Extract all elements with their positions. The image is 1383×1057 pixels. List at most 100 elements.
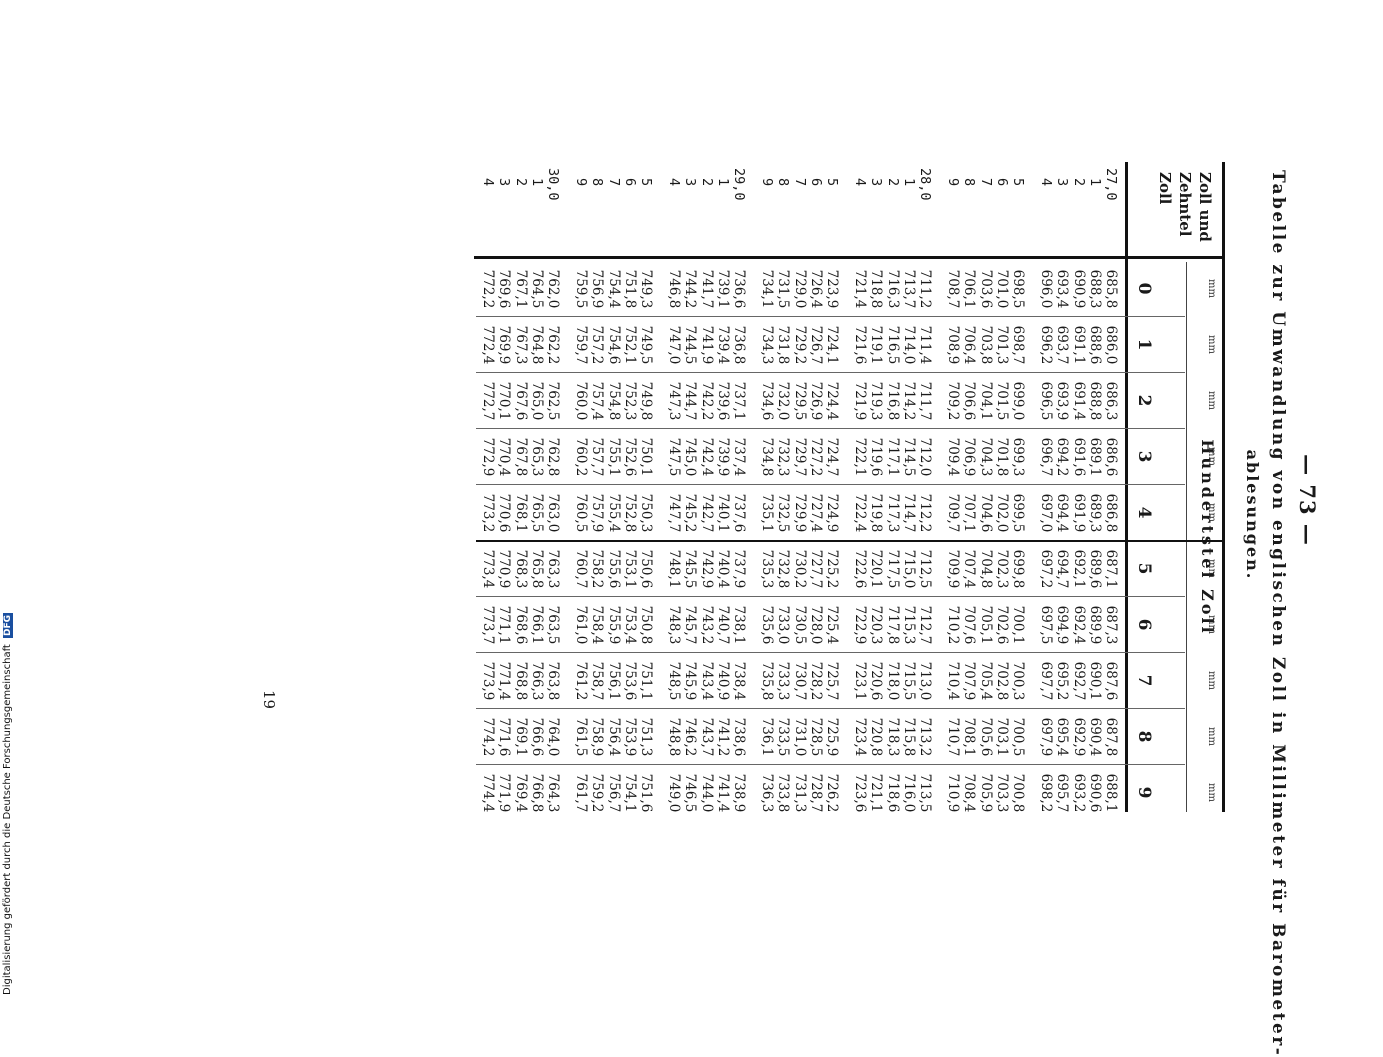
- row-label: 1: [714, 178, 731, 187]
- row-label: 6: [993, 178, 1010, 187]
- table-cell: 688,1: [1103, 773, 1119, 813]
- table-cell: 772,2: [480, 269, 497, 309]
- table-cell: 727,2: [807, 437, 824, 477]
- table-cell: 746,5: [682, 773, 699, 813]
- table-cell: 732,0: [775, 381, 792, 421]
- table-cell: 697,7: [1038, 661, 1055, 701]
- table-cell: 712,2: [917, 493, 933, 533]
- table-cell: 693,7: [1054, 325, 1071, 365]
- table-cell: 758,9: [589, 717, 606, 757]
- table-cell: 717,3: [884, 493, 901, 533]
- table-cell: 722,9: [852, 605, 869, 645]
- row-label: 4: [852, 178, 869, 187]
- table-cell: 732,5: [775, 493, 792, 533]
- table-cell: 747,7: [666, 493, 683, 533]
- table-cell: 757,4: [589, 381, 606, 421]
- table-cell: 757,2: [589, 325, 606, 365]
- table-cell: 760,5: [573, 493, 590, 533]
- row-label: 7: [977, 178, 994, 187]
- table-cell: 749,5: [638, 325, 654, 365]
- table-cell: 769,9: [496, 325, 513, 365]
- table-cell: 761,7: [573, 773, 590, 813]
- column-unit: mm: [1206, 391, 1217, 410]
- table-cell: 740,7: [714, 605, 731, 645]
- table-cell: 726,9: [807, 381, 824, 421]
- row-label: 2: [1070, 178, 1087, 187]
- folio-number: 19: [260, 690, 278, 710]
- table-cell: 735,1: [759, 493, 776, 533]
- rotated-page: — 73 — Tabelle zur Umwandlung von englis…: [54, 162, 1320, 1057]
- table-cell: 743,2: [698, 605, 715, 645]
- table-cell: 712,0: [917, 437, 933, 477]
- conversion-table: Zoll und Zehntel Zoll Hundertstel Zoll m…: [54, 162, 1225, 812]
- table-cell: 752,6: [621, 437, 638, 477]
- table-cell: 764,3: [545, 773, 561, 813]
- table-cell: 769,6: [496, 269, 513, 309]
- table-cell: 768,1: [512, 493, 529, 533]
- table-cell: 720,8: [868, 717, 885, 757]
- table-cell: 748,5: [666, 661, 683, 701]
- table-cell: 700,8: [1010, 773, 1026, 813]
- row-label: 2: [698, 178, 715, 187]
- row-label: 1: [528, 178, 545, 187]
- table-cell: 718,0: [884, 661, 901, 701]
- table-cell: 685,8: [1103, 269, 1119, 309]
- column-header-digit: 5: [1134, 562, 1154, 575]
- table-cell: 737,6: [731, 493, 747, 533]
- table-cell: 700,3: [1010, 661, 1026, 701]
- table-cell: 720,3: [868, 605, 885, 645]
- table-cell: 734,8: [759, 437, 776, 477]
- table-cell: 697,9: [1038, 717, 1055, 757]
- table-cell: 689,1: [1086, 437, 1103, 477]
- table-cell: 758,2: [589, 549, 606, 589]
- table-cell: 740,1: [714, 493, 731, 533]
- table-cell: 749,8: [638, 381, 654, 421]
- table-cell: 742,9: [698, 549, 715, 589]
- row-label: 3: [868, 178, 885, 187]
- table-cell: 690,4: [1086, 717, 1103, 757]
- table-cell: 770,4: [496, 437, 513, 477]
- table-cell: 761,2: [573, 661, 590, 701]
- table-cell: 729,5: [791, 381, 808, 421]
- table-cell: 742,2: [698, 381, 715, 421]
- table-cell: 709,2: [945, 381, 962, 421]
- table-cell: 763,8: [545, 661, 561, 701]
- table-cell: 717,1: [884, 437, 901, 477]
- table-cell: 710,7: [945, 717, 962, 757]
- table-cell: 714,7: [900, 493, 917, 533]
- row-label: 4: [1038, 178, 1055, 187]
- table-cell: 751,1: [638, 661, 654, 701]
- table-cell: 754,6: [605, 325, 622, 365]
- table-cell: 741,9: [698, 325, 715, 365]
- table-cell: 766,1: [528, 605, 545, 645]
- table-cell: 710,2: [945, 605, 962, 645]
- table-cell: 752,8: [621, 493, 638, 533]
- table-cell: 731,0: [791, 717, 808, 757]
- table-cell: 715,8: [900, 717, 917, 757]
- table-cell: 697,2: [1038, 549, 1055, 589]
- table-cell: 752,1: [621, 325, 638, 365]
- table-cell: 709,4: [945, 437, 962, 477]
- table-cell: 759,7: [573, 325, 590, 365]
- table-cell: 696,5: [1038, 381, 1055, 421]
- table-cell: 772,9: [480, 437, 497, 477]
- table-cell: 722,1: [852, 437, 869, 477]
- table-cell: 755,6: [605, 549, 622, 589]
- table-cell: 728,5: [807, 717, 824, 757]
- table-cell: 689,6: [1086, 549, 1103, 589]
- table-cell: 749,3: [638, 269, 654, 309]
- table-cell: 771,6: [496, 717, 513, 757]
- column-unit: mm: [1206, 615, 1217, 634]
- column-unit: mm: [1206, 335, 1217, 354]
